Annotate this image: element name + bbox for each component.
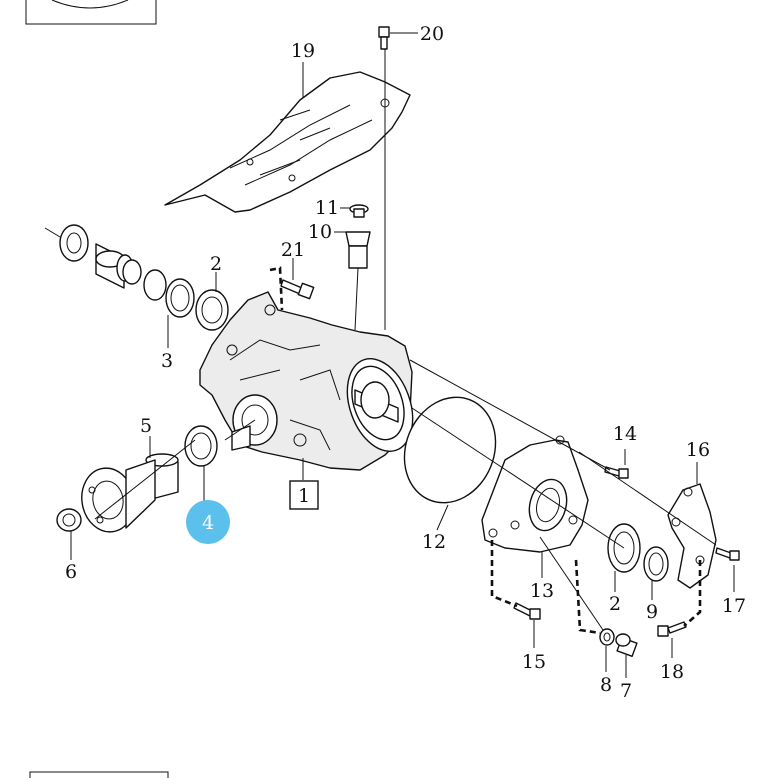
callout-6[interactable]: 6 <box>65 561 77 583</box>
callout-10[interactable]: 10 <box>308 221 332 243</box>
callout-1[interactable]: 1 <box>298 485 310 507</box>
dashed-assembly-lines <box>269 266 702 635</box>
callout-18[interactable]: 18 <box>660 661 684 683</box>
callout-1-box <box>289 480 319 510</box>
seal-part-4 <box>184 425 218 467</box>
highlight-circle[interactable] <box>186 500 230 544</box>
right-seals <box>607 523 669 582</box>
heat-shield-part <box>164 71 411 213</box>
plug-part-7 <box>615 633 638 658</box>
callout-4[interactable]: 4 <box>202 512 214 534</box>
washer-part-8 <box>599 628 615 646</box>
bolt-part-21 <box>280 279 315 300</box>
callout-16[interactable]: 16 <box>686 439 710 461</box>
leader-lines <box>44 32 735 678</box>
o-ring-part-12 <box>403 396 497 504</box>
bolt-part-15 <box>513 602 541 620</box>
bolt-part-17 <box>715 547 740 561</box>
callout-12[interactable]: 12 <box>422 531 446 553</box>
callout-15[interactable]: 15 <box>522 651 546 673</box>
callout-14[interactable]: 14 <box>613 423 637 445</box>
callout-21[interactable]: 21 <box>281 239 305 261</box>
flange-part <box>81 453 179 533</box>
callout-20[interactable]: 20 <box>420 23 444 45</box>
bracket-part <box>667 483 717 589</box>
top-frame-fragment <box>25 0 157 25</box>
bolt-part-18 <box>657 621 687 637</box>
callout-2-lower[interactable]: 2 <box>609 593 621 615</box>
callout-11[interactable]: 11 <box>315 197 339 219</box>
breather-part-10 <box>345 231 371 269</box>
callout-19[interactable]: 19 <box>291 40 315 62</box>
upper-seal-stack <box>59 224 229 331</box>
callout-2-upper[interactable]: 2 <box>210 253 222 275</box>
gear-housing-part <box>199 291 414 471</box>
bolt-part-20 <box>378 26 390 50</box>
callout-7[interactable]: 7 <box>620 680 632 702</box>
callout-17[interactable]: 17 <box>722 595 746 617</box>
callout-labels: 1 2 2 3 4 5 6 7 8 9 10 11 12 13 14 15 16… <box>65 23 746 702</box>
callout-9[interactable]: 9 <box>646 601 658 623</box>
callout-8[interactable]: 8 <box>600 674 612 696</box>
callout-13[interactable]: 13 <box>530 580 554 602</box>
callout-3[interactable]: 3 <box>161 350 173 372</box>
cover-plate-part <box>481 435 589 553</box>
callout-5[interactable]: 5 <box>140 415 152 437</box>
bottom-frame-fragment <box>29 771 169 778</box>
plug-part-11 <box>349 204 369 218</box>
nut-part-6 <box>56 508 82 532</box>
